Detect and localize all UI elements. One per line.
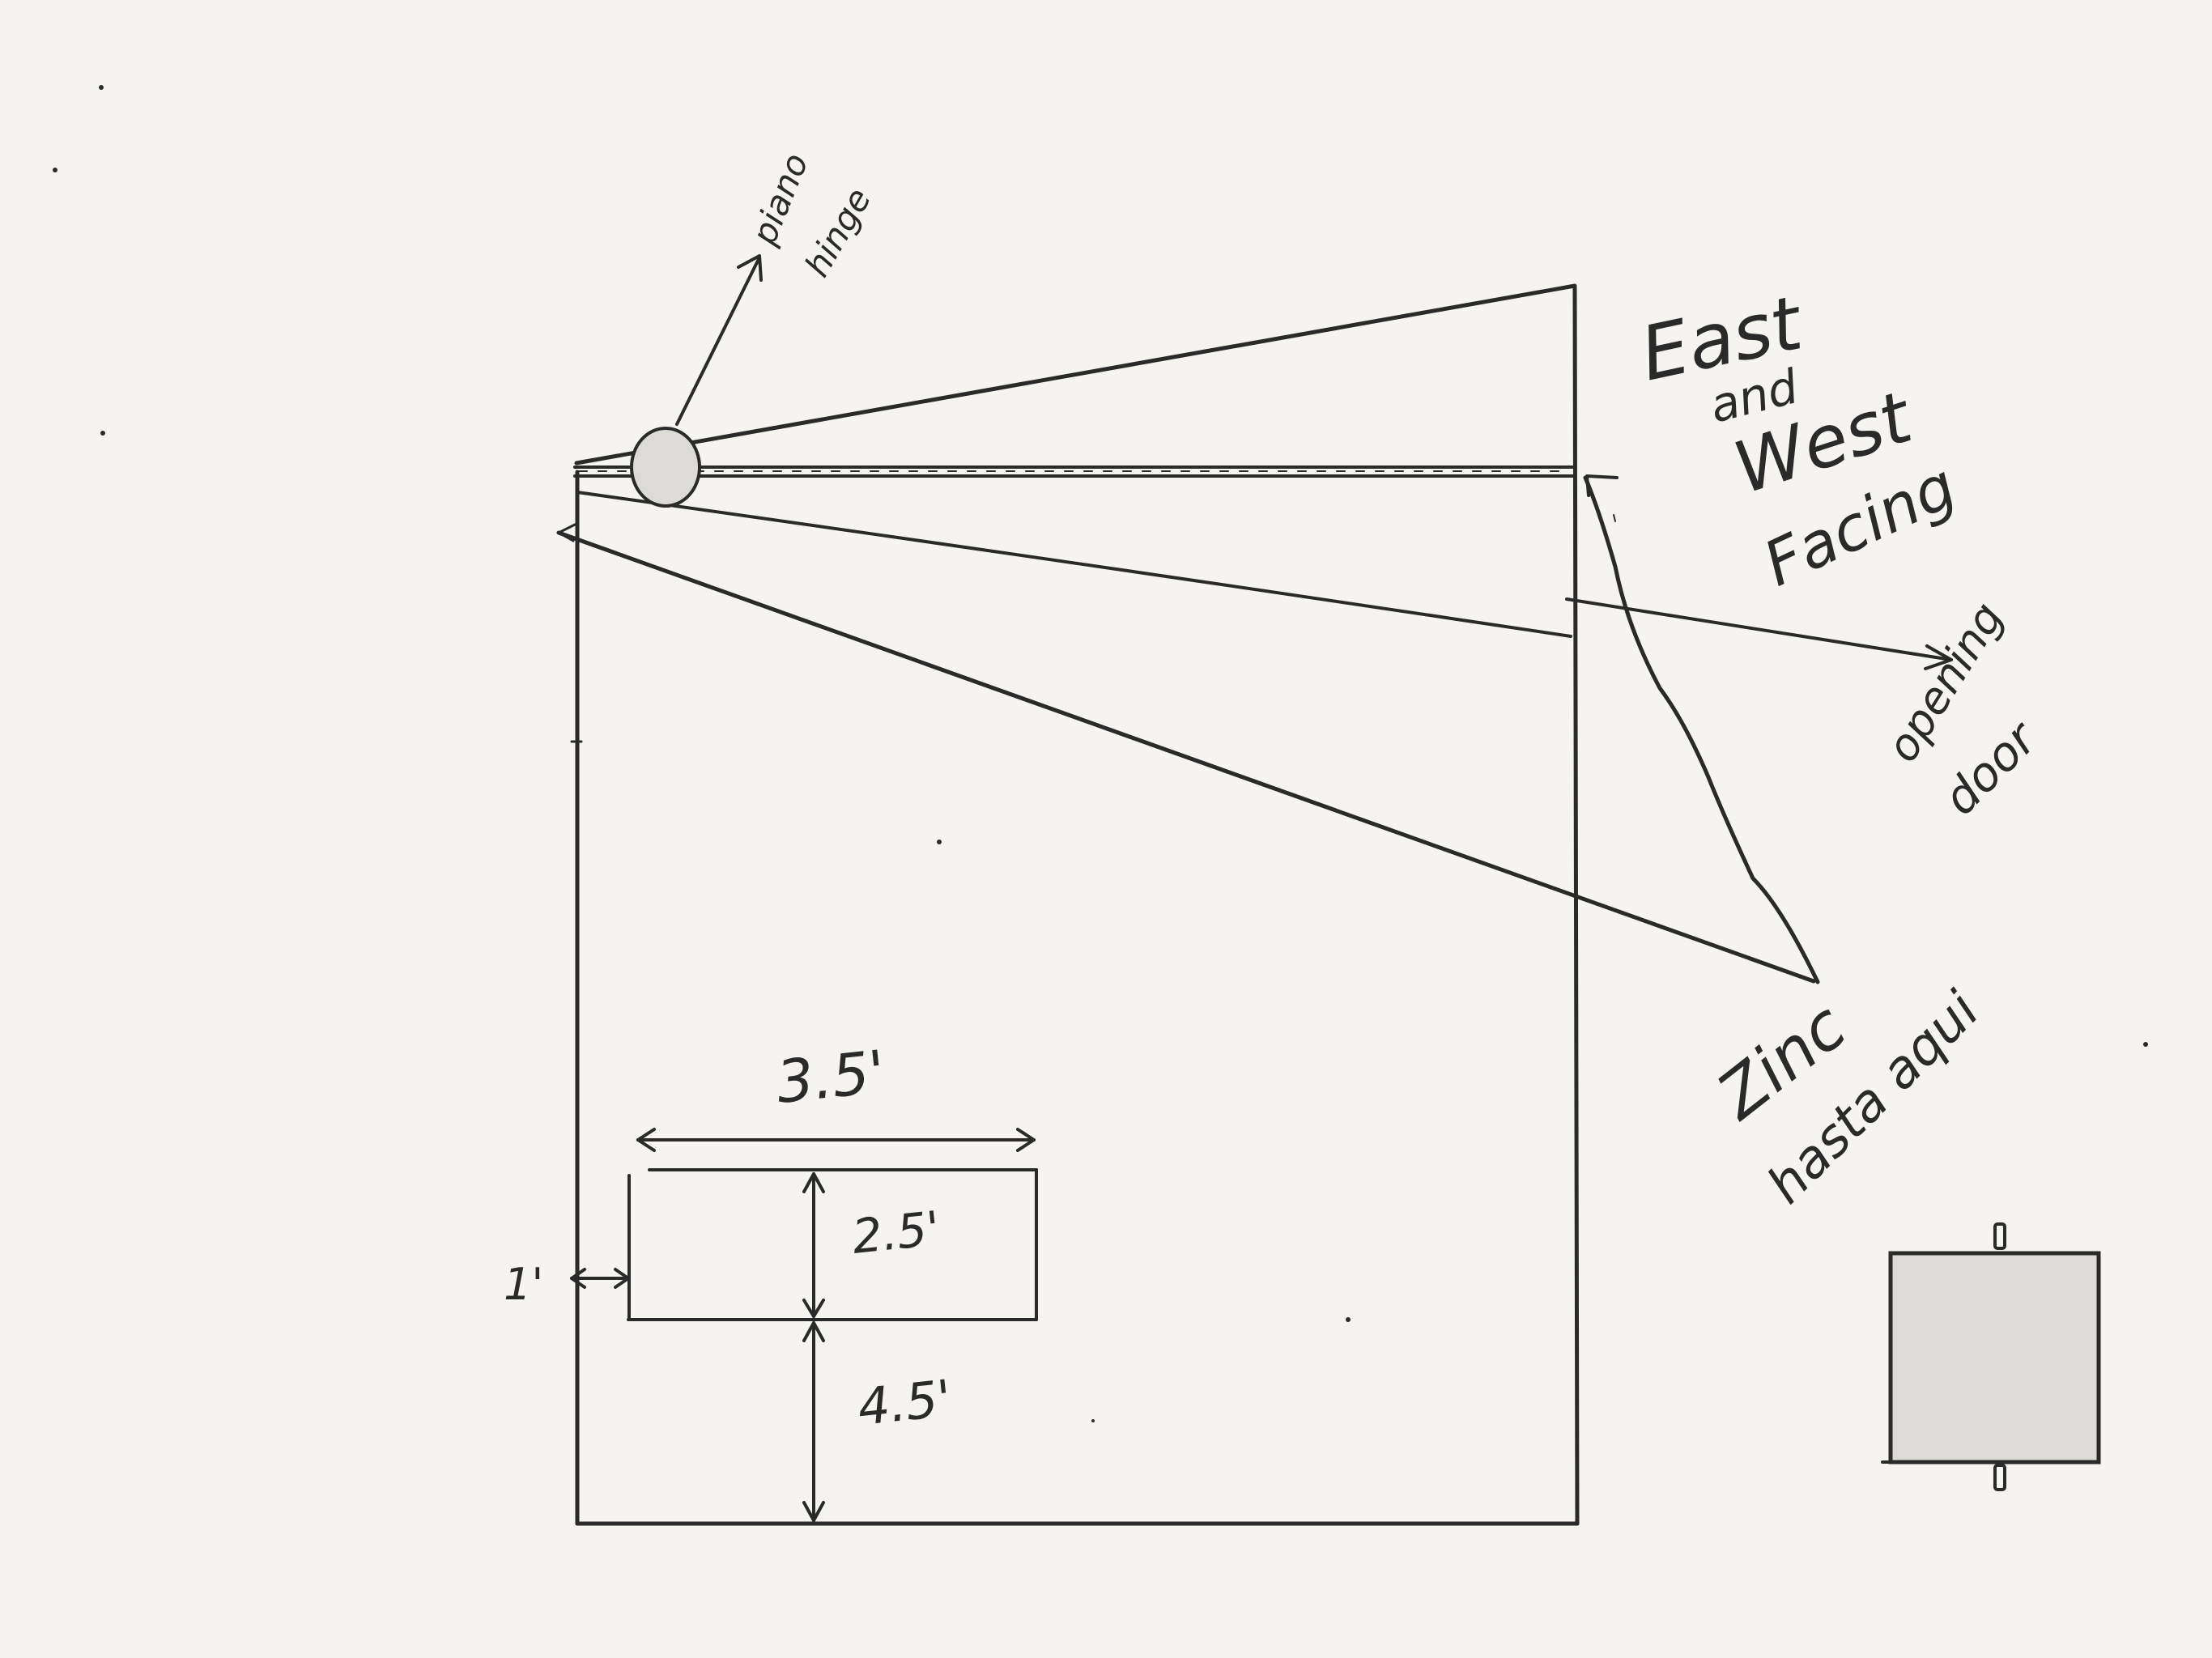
svg-text:2.5': 2.5': [849, 1201, 942, 1265]
svg-text:3.5': 3.5': [773, 1037, 888, 1116]
door-swing: [556, 491, 1816, 984]
facing-label: East and West Facing: [1633, 279, 1967, 600]
svg-text:1': 1': [504, 1259, 543, 1310]
svg-text:4.5': 4.5': [855, 1368, 955, 1437]
opening-door-arrow: [1565, 597, 1953, 670]
height-dimension: 2.5': [802, 1172, 942, 1318]
small-gray-box: [1881, 1222, 2101, 1491]
svg-text:hinge: hinge: [797, 181, 878, 283]
svg-text:piano: piano: [743, 147, 815, 250]
piano-hinge-label-2: hinge: [797, 181, 878, 283]
side-dimension: 1': [504, 1259, 630, 1310]
top-tab: [1993, 1222, 2006, 1250]
bottom-tab: [1993, 1464, 2006, 1491]
piano-hinge-strip: [573, 466, 1574, 478]
svg-text:door: door: [1933, 710, 2048, 826]
opening-door-label: opening door: [1877, 593, 2049, 826]
inner-opening: [627, 1168, 1038, 1321]
hinge-circle: [630, 427, 701, 508]
piano-hinge-arrow: [675, 254, 763, 426]
bottom-dimension: 4.5': [802, 1321, 955, 1522]
main-wall: [570, 285, 1580, 1526]
piano-hinge-label: piano: [743, 147, 815, 250]
width-dimension: 3.5': [636, 1037, 1036, 1152]
open-lid-line: [574, 283, 1577, 466]
zinc-label: Zinc hasta aqui: [1703, 980, 1991, 1215]
zinc-curve-arrow: [1583, 474, 1820, 984]
stray-dots: [53, 85, 2148, 1422]
